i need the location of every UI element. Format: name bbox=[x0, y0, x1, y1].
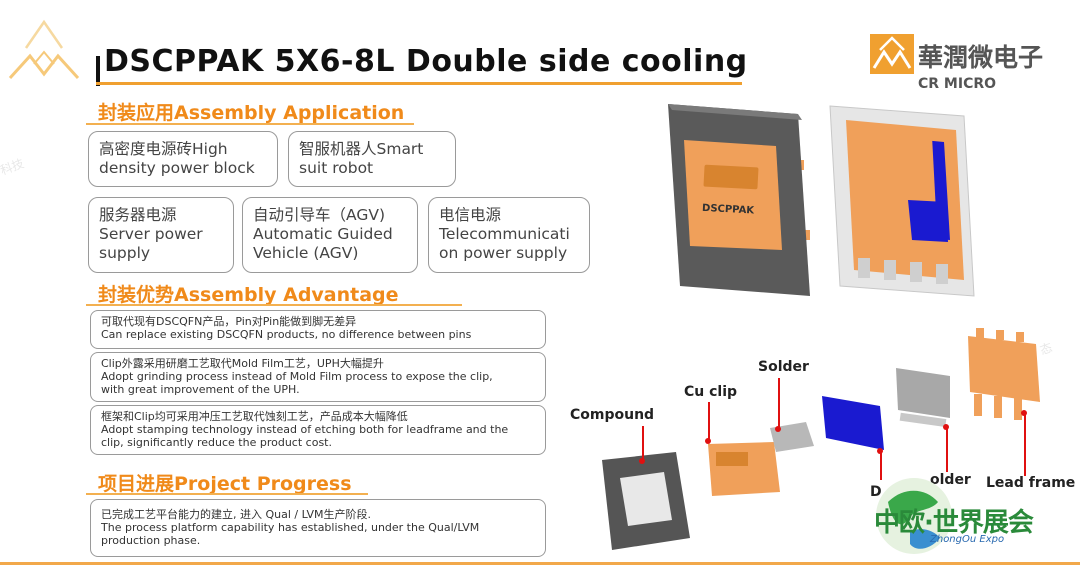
application-text: Automatic Guided bbox=[253, 225, 393, 243]
application-text: 电信电源 bbox=[439, 206, 502, 224]
cu-clip-part bbox=[708, 442, 780, 496]
brand-logo: 華潤微电子 CR MICRO bbox=[870, 34, 1050, 94]
advantage-item: 可取代现有DSCQFN产品，Pin对Pin能做到脚无差异 Can replace… bbox=[90, 310, 546, 349]
title-accent-bar bbox=[96, 56, 100, 86]
title-underline bbox=[96, 82, 742, 85]
advantage-text-en: with great improvement of the UPH. bbox=[101, 383, 300, 396]
leader-dot bbox=[705, 438, 711, 444]
leader-line bbox=[642, 426, 644, 462]
corner-logo-icon bbox=[8, 19, 80, 80]
expo-name-cn: 中欧·世界展会 bbox=[874, 508, 1034, 538]
advantage-text-cn: 框架和Clip均可采用冲压工艺取代蚀刻工艺，产品成本大幅降低 bbox=[101, 410, 408, 423]
leader-dot bbox=[775, 426, 781, 432]
leader-line bbox=[946, 428, 948, 472]
advantage-text-en: Adopt stamping technology instead of etc… bbox=[101, 423, 509, 436]
section-underline bbox=[86, 493, 368, 495]
label-cu-clip: Cu clip bbox=[684, 384, 738, 400]
label-solder-top: Solder bbox=[758, 359, 809, 375]
application-text: 智服机器人Smart bbox=[299, 140, 424, 158]
application-text: Telecommunicati bbox=[439, 225, 570, 243]
section-underline bbox=[86, 123, 414, 125]
label-solder-bottom: older bbox=[930, 472, 971, 488]
application-card: 电信电源 Telecommunicati on power supply bbox=[428, 197, 590, 273]
application-text: Server power bbox=[99, 225, 203, 243]
leader-line bbox=[880, 452, 882, 480]
brand-name-cn: 華潤微电子 bbox=[918, 43, 1044, 72]
advantage-text-en: Adopt grinding process instead of Mold F… bbox=[101, 370, 493, 383]
application-text: 高密度电源砖High bbox=[99, 140, 228, 158]
advantage-text-en: clip, significantly reduce the product c… bbox=[101, 436, 332, 449]
advantage-item: 框架和Clip均可采用冲压工艺取代蚀刻工艺，产品成本大幅降低 Adopt sta… bbox=[90, 405, 546, 455]
progress-text-en: The process platform capability has esta… bbox=[101, 521, 480, 534]
label-compound: Compound bbox=[570, 407, 655, 423]
package-internal-view bbox=[829, 105, 975, 297]
leader-dot bbox=[877, 448, 883, 454]
solder-bottom-part bbox=[896, 368, 950, 428]
application-card: 高密度电源砖High density power block bbox=[88, 131, 278, 187]
leader-dot bbox=[943, 424, 949, 430]
cr-logo-icon bbox=[870, 34, 914, 74]
label-die: D bbox=[870, 484, 882, 500]
application-text: Vehicle (AGV) bbox=[253, 244, 359, 262]
application-card: 智服机器人Smart suit robot bbox=[288, 131, 456, 187]
page-title: DSCPPAK 5X6-8L Double side cooling bbox=[104, 44, 748, 79]
lead-frame-part bbox=[968, 328, 1040, 420]
die-part bbox=[822, 396, 884, 450]
brand-name-en: CR MICRO bbox=[918, 76, 997, 92]
application-text: 自动引导车（AGV) bbox=[253, 206, 385, 224]
application-text: on power supply bbox=[439, 244, 568, 262]
label-lead-frame: Lead frame bbox=[986, 475, 1076, 491]
package-top-view: DSCPPAK bbox=[668, 104, 810, 296]
section-heading-progress: 项目进展Project Progress bbox=[98, 473, 352, 495]
application-text: supply bbox=[99, 244, 151, 262]
progress-box: 已完成工艺平台能力的建立, 进入 Qual / LVM生产阶段. The pro… bbox=[90, 499, 546, 557]
section-underline bbox=[86, 304, 462, 306]
progress-text-en: production phase. bbox=[101, 534, 201, 547]
package-marking: DSCPPAK bbox=[702, 203, 756, 217]
progress-text-cn: 已完成工艺平台能力的建立, 进入 Qual / LVM生产阶段. bbox=[101, 508, 372, 521]
application-text: suit robot bbox=[299, 159, 374, 177]
leader-dot bbox=[1021, 410, 1027, 416]
footer-line bbox=[0, 562, 1080, 565]
leader-line bbox=[778, 378, 780, 430]
advantage-item: Clip外露采用研磨工艺取代Mold Film工艺，UPH大幅提升 Adopt … bbox=[90, 352, 546, 402]
expo-logo: 中欧·世界展会 ZhongOu Expo bbox=[870, 472, 1070, 562]
section-heading-advantage: 封装优势Assembly Advantage bbox=[98, 284, 399, 306]
application-text: density power block bbox=[99, 159, 255, 177]
advantage-text-cn: Clip外露采用研磨工艺取代Mold Film工艺，UPH大幅提升 bbox=[101, 357, 384, 370]
leader-line bbox=[708, 402, 710, 442]
application-card: 自动引导车（AGV) Automatic Guided Vehicle (AGV… bbox=[242, 197, 418, 273]
leader-dot bbox=[639, 458, 645, 464]
application-text: 服务器电源 bbox=[99, 206, 177, 224]
section-heading-application: 封装应用Assembly Application bbox=[98, 102, 405, 124]
watermark: 科技 bbox=[0, 156, 26, 178]
expo-name-en: ZhongOu Expo bbox=[930, 534, 1005, 545]
advantage-text-en: Can replace existing DSCQFN products, no… bbox=[101, 328, 472, 341]
application-card: 服务器电源 Server power supply bbox=[88, 197, 234, 273]
solder-top-part bbox=[770, 422, 814, 452]
compound-part bbox=[602, 452, 690, 550]
leader-line bbox=[1024, 414, 1026, 476]
globe-icon bbox=[876, 478, 952, 554]
advantage-text-cn: 可取代现有DSCQFN产品，Pin对Pin能做到脚无差异 bbox=[101, 315, 357, 328]
